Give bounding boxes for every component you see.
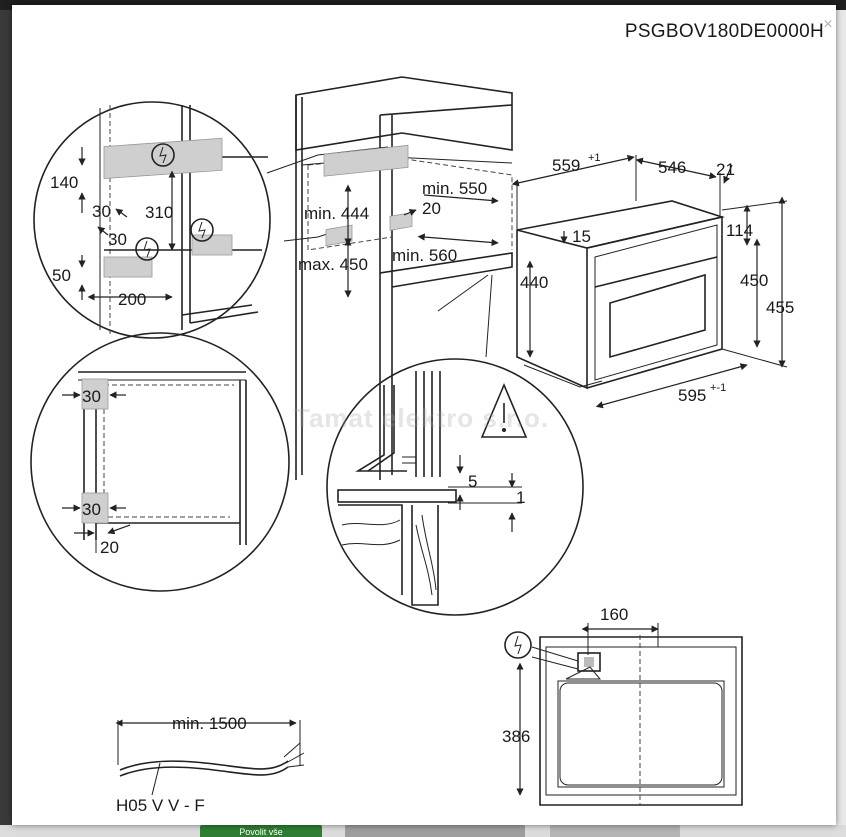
tall-cabinet: min. 444 min. 550 20 max. 450 min. 560 [295, 76, 513, 480]
dim-30-a: 30 [92, 202, 111, 221]
dim-160: 160 [600, 605, 628, 624]
dim-595: 595 [678, 386, 706, 405]
dim-30-top: 30 [82, 387, 101, 406]
dim-140: 140 [50, 173, 78, 192]
dim-30-bottom: 30 [82, 500, 101, 519]
dim-15: 15 [572, 227, 591, 246]
dim-30-b: 30 [108, 230, 127, 249]
dim-455: 455 [766, 298, 794, 317]
power-cable: min. 1500 H05 V V - F [115, 714, 305, 815]
backdrop-button-3[interactable] [550, 825, 680, 837]
detail-circle-bottom-center: 5 1 [326, 358, 584, 616]
product-code: PSGBOV180DE0000H [624, 21, 824, 42]
watermark: Tamat elektro s.r.o. [294, 403, 550, 433]
dim-559: 559 [552, 156, 580, 175]
dim-440: 440 [520, 273, 548, 292]
cable-type: H05 V V - F [116, 796, 205, 815]
dim-559-tolerance: +1 [588, 152, 601, 164]
backdrop-button-2[interactable] [345, 825, 525, 837]
dim-546: 546 [658, 158, 686, 177]
detail-circle-top-left: 140 30 310 30 50 200 [33, 101, 271, 339]
dim-20-b: 20 [100, 538, 119, 557]
dim-20: 20 [422, 199, 441, 218]
dim-114: 114 [726, 221, 753, 240]
dim-50: 50 [52, 266, 71, 285]
cable-length: min. 1500 [172, 714, 247, 733]
image-lightbox: × PSGBOV180DE0000H [12, 5, 836, 825]
backdrop-left [0, 10, 12, 837]
dim-310: 310 [145, 203, 173, 222]
dim-max-450: max. 450 [298, 255, 368, 274]
close-icon[interactable]: × [823, 16, 833, 33]
detail-circle-bottom-left: 30 30 20 [30, 332, 290, 592]
dim-21: 21 [716, 160, 735, 179]
dim-5: 5 [468, 472, 477, 491]
dim-min-444: min. 444 [304, 204, 369, 223]
installation-drawing: 140 30 310 30 50 200 [30, 76, 794, 815]
dim-min-550: min. 550 [422, 179, 487, 198]
oven-isometric: 559 +1 546 21 15 114 440 450 455 595 +-1 [511, 152, 794, 409]
dim-595-tolerance: +-1 [710, 382, 726, 394]
allow-all-button[interactable]: Povolit vše [200, 825, 322, 837]
backdrop-right [836, 10, 846, 837]
oven-top-view: 160 386 [502, 605, 743, 806]
dim-450: 450 [740, 271, 768, 290]
dim-200: 200 [118, 290, 146, 309]
dim-1: 1 [516, 488, 525, 507]
dim-386: 386 [502, 727, 530, 746]
dim-min-560: min. 560 [392, 246, 457, 265]
